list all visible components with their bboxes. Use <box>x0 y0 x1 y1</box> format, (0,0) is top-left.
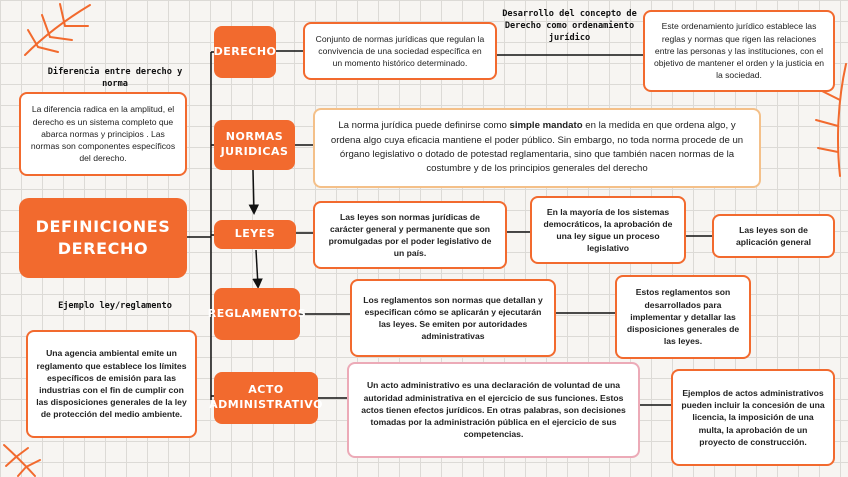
arrow-leyes-reglamentos <box>252 249 263 289</box>
box-acto-ejemplos: Ejemplos de actos administrativos pueden… <box>671 369 835 466</box>
box-diferencia: La diferencia radica en la amplitud, el … <box>19 92 187 176</box>
box-acto-definicion: Un acto administrativo es una declaració… <box>347 362 640 458</box>
main-title: DEFINICIONES DERECHO <box>19 198 187 278</box>
box-norma-juridica: La norma jurídica puede definirse como s… <box>313 108 761 188</box>
category-acto-administrativo: ACTO ADMINISTRATIVO <box>209 372 322 424</box>
leaf-doodle-bottom-left <box>3 444 41 477</box>
box-derecho-definicion: Conjunto de normas jurídicas que regulan… <box>303 22 497 80</box>
heading-difference: Diferencia entre derecho y norma <box>47 67 183 90</box>
category-normas-juridicas: NORMAS JURIDICAS <box>214 120 295 170</box>
leaf-doodle-top-left <box>24 3 91 56</box>
box-leyes-definicion: Las leyes son normas jurídicas de caráct… <box>313 201 507 269</box>
category-derecho: DERECHO <box>214 26 276 78</box>
category-leyes: LEYES <box>214 220 296 249</box>
norma-juridica-text: La norma jurídica puede definirse como s… <box>330 120 744 175</box>
box-reglamentos-definicion: Los reglamentos son normas que detallan … <box>350 279 556 357</box>
box-reglamentos-desarrollo: Estos reglamentos son desarrollados para… <box>615 275 751 359</box>
box-leyes-aplicacion: Las leyes son de aplicación general <box>712 214 835 258</box>
box-ordenamiento: Este ordenamiento jurídico establece las… <box>643 10 835 92</box>
arrow-normas-leyes <box>248 169 260 215</box>
heading-concept: Desarrollo del concepto de Derecho como … <box>502 9 637 44</box>
heading-example: Ejemplo ley/reglamento <box>58 301 172 311</box>
leaf-doodle-right <box>815 63 847 177</box>
category-reglamentos: REGLAMENTOS <box>208 288 306 340</box>
norma-juridica-emphasis: simple mandato <box>509 120 583 132</box>
box-leyes-mayoria: En la mayoría de los sistemas democrátic… <box>530 196 686 264</box>
box-ejemplo: Una agencia ambiental emite un reglament… <box>26 330 197 438</box>
